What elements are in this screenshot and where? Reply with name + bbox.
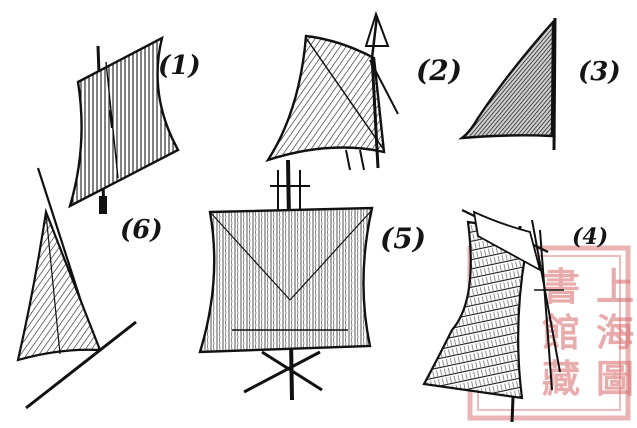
sail-3-label: (3) [578,57,621,87]
stamp-character: 海 [596,310,634,355]
sail-4-label: (4) [572,224,608,250]
sail-3-drawing [457,17,557,151]
sail-2-drawing [265,10,399,171]
stamp-character: 上 [596,264,634,309]
stamp-character: 圖 [596,356,634,401]
sail-1-drawing [68,35,180,214]
sail-6-drawing [16,167,137,410]
sail-4-drawing [422,209,564,423]
sail-5-label: (5) [380,222,426,255]
sail-6-label: (6) [120,215,163,245]
sail-5-drawing [198,159,374,401]
stamp-character: 藏 [542,356,580,401]
stamp-character: 書 [542,264,580,309]
sail-2-label: (2) [416,54,462,87]
sail-1-label: (1) [158,51,201,81]
